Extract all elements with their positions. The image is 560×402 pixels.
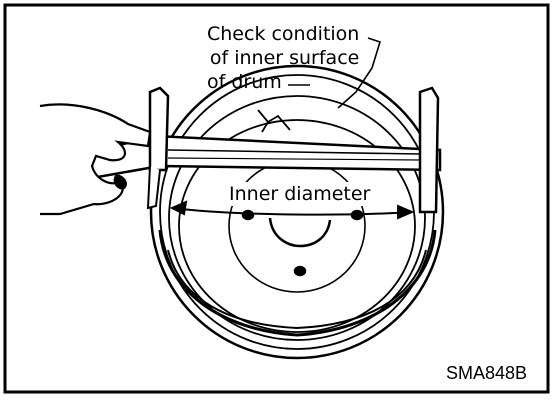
callout-line-2: of inner surface [209,47,360,69]
inner-diameter-label: Inner diameter [227,182,373,206]
hand-icon [39,103,152,216]
callout-line-3: of drum [207,71,282,93]
callout-label: Check condition of inner surface of drum [207,22,359,94]
inner-diameter-arrow [169,200,415,220]
callout-line-1: Check condition [207,23,360,45]
figure-code: SMA848B [446,363,528,383]
callout-leaders [288,37,381,109]
